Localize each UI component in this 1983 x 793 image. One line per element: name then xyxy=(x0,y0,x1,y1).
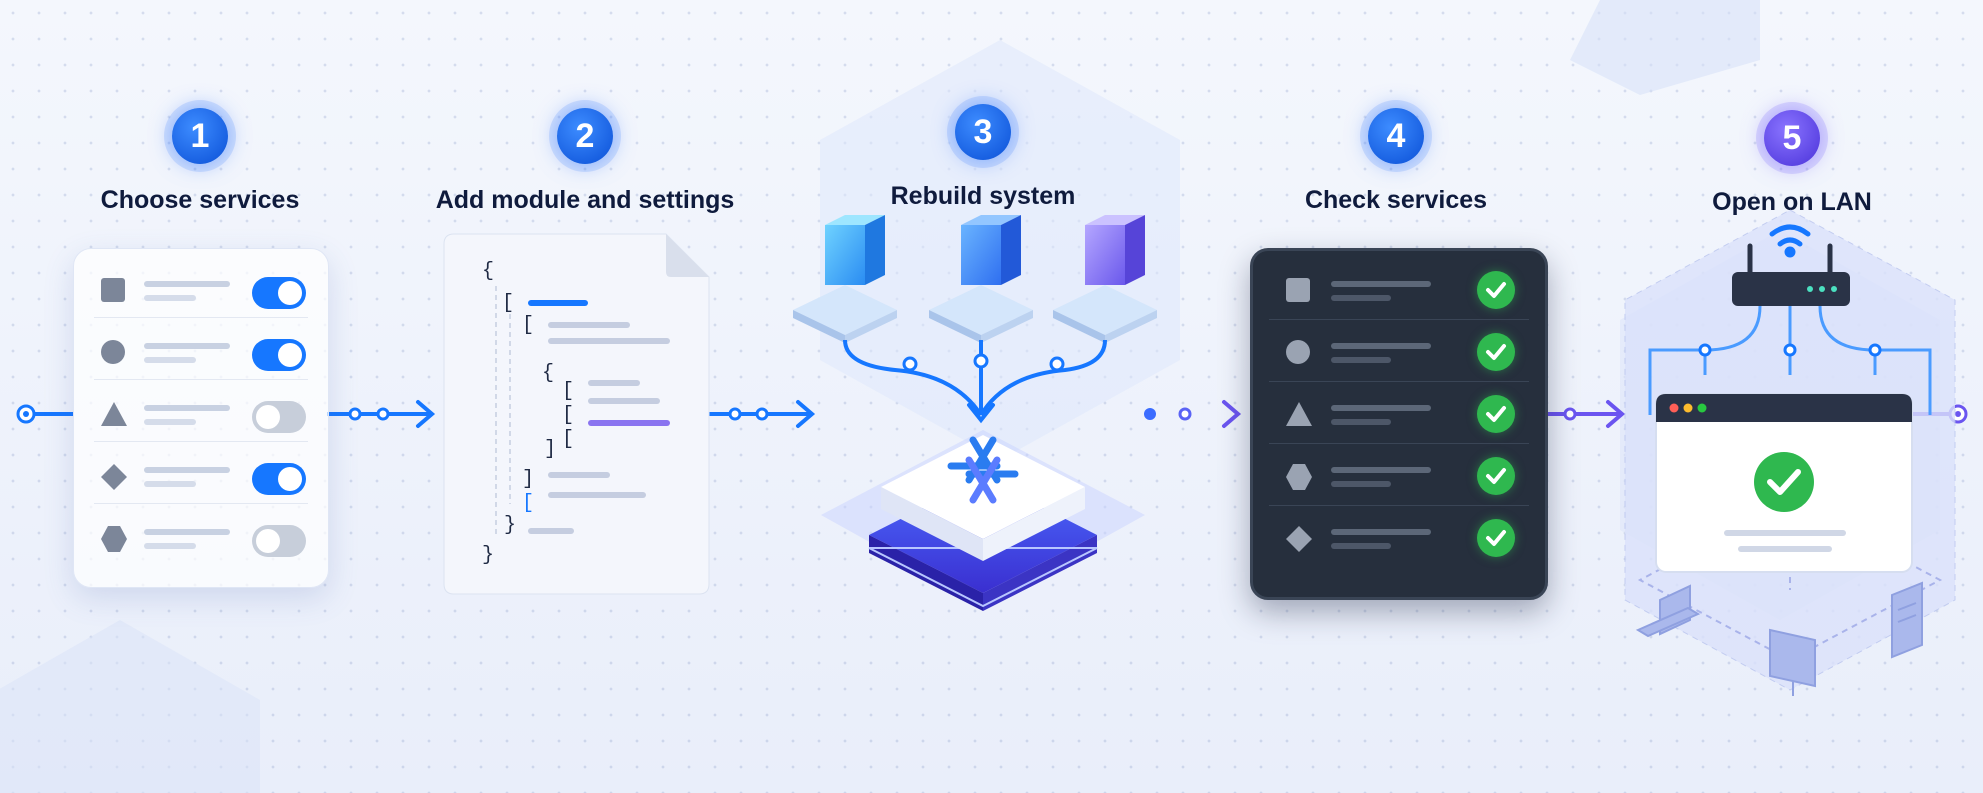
check-icon xyxy=(1477,333,1515,371)
browser-window xyxy=(1655,393,1913,573)
code-line: [ xyxy=(562,428,574,451)
check-icon xyxy=(1477,457,1515,495)
connector-3-4 xyxy=(1144,400,1242,428)
success-check-icon xyxy=(1754,452,1814,512)
connector-start xyxy=(16,404,73,424)
connector-2-3 xyxy=(709,400,816,428)
code-line: [ xyxy=(562,404,574,427)
laptop-icon xyxy=(1635,584,1701,638)
services-panel xyxy=(73,248,329,588)
hexagon-icon xyxy=(1286,464,1312,490)
cube-blue xyxy=(929,215,1033,343)
step-3-badge: 3 xyxy=(955,104,1011,160)
step-1-badge: 1 xyxy=(172,108,228,164)
check-row xyxy=(1253,505,1545,567)
step-2-badge: 2 xyxy=(557,108,613,164)
check-icon xyxy=(1477,271,1515,309)
code-line: } xyxy=(504,514,516,537)
check-row xyxy=(1253,443,1545,505)
lan-illustration xyxy=(1624,209,1956,696)
hexagon-icon xyxy=(101,526,127,552)
diamond-icon xyxy=(101,464,127,490)
square-icon xyxy=(1286,278,1310,302)
service-row xyxy=(74,441,328,503)
snowflake-logo-icon xyxy=(947,436,1019,504)
rebuild-illustration xyxy=(793,215,1157,611)
code-line: { xyxy=(542,362,554,385)
code-line: ] xyxy=(544,438,556,461)
cube-purple xyxy=(1053,215,1157,343)
server-icon xyxy=(1891,581,1923,659)
step-5: 5 Open on LAN xyxy=(1632,110,1952,217)
wifi-icon xyxy=(1769,224,1811,258)
connector-4-5 xyxy=(1542,400,1626,428)
converging-lines xyxy=(843,339,1107,424)
service-row xyxy=(74,379,328,441)
step-5-badge: 5 xyxy=(1764,110,1820,166)
triangle-icon xyxy=(101,402,127,426)
step-4: 4 Check services xyxy=(1236,108,1556,215)
step-3-title: Rebuild system xyxy=(890,182,1076,210)
check-icon xyxy=(1477,395,1515,433)
connector-1-2 xyxy=(327,400,436,428)
service-toggle-2[interactable] xyxy=(252,339,306,371)
square-icon xyxy=(101,278,125,302)
step-4-title: Check services xyxy=(1304,186,1488,214)
code-line: [ xyxy=(502,292,514,315)
desktop-icon xyxy=(1769,628,1816,696)
step-4-badge: 4 xyxy=(1368,108,1424,164)
check-row xyxy=(1253,381,1545,443)
step-2: 2 Add module and settings xyxy=(405,108,765,215)
service-toggle-5[interactable] xyxy=(252,525,306,557)
code-line: } xyxy=(482,544,494,567)
service-row xyxy=(74,317,328,379)
check-services-panel xyxy=(1250,248,1548,600)
step-2-title: Add module and settings xyxy=(435,186,735,214)
code-line: [ xyxy=(562,380,574,403)
step-3: 3 Rebuild system xyxy=(823,104,1143,211)
code-line: ] xyxy=(522,468,534,491)
service-toggle-4[interactable] xyxy=(252,463,306,495)
step-1: 1 Choose services xyxy=(40,108,360,215)
circle-icon xyxy=(101,340,125,364)
step-1-title: Choose services xyxy=(100,186,300,214)
code-line: [ xyxy=(522,314,534,337)
code-line: [ xyxy=(522,492,534,515)
check-row xyxy=(1253,319,1545,381)
diamond-icon xyxy=(1286,526,1312,552)
service-toggle-1[interactable] xyxy=(252,277,306,309)
service-toggle-3[interactable] xyxy=(252,401,306,433)
check-row xyxy=(1253,257,1545,319)
check-icon xyxy=(1477,519,1515,557)
router-icon xyxy=(1732,243,1850,306)
service-row xyxy=(74,503,328,565)
service-row xyxy=(74,255,328,317)
config-document: { [ [ { [ [ [ ] ] [ } } xyxy=(443,233,710,595)
code-line: { xyxy=(482,260,494,283)
circle-icon xyxy=(1286,340,1310,364)
triangle-icon xyxy=(1286,402,1312,426)
cube-cyan xyxy=(793,215,897,343)
